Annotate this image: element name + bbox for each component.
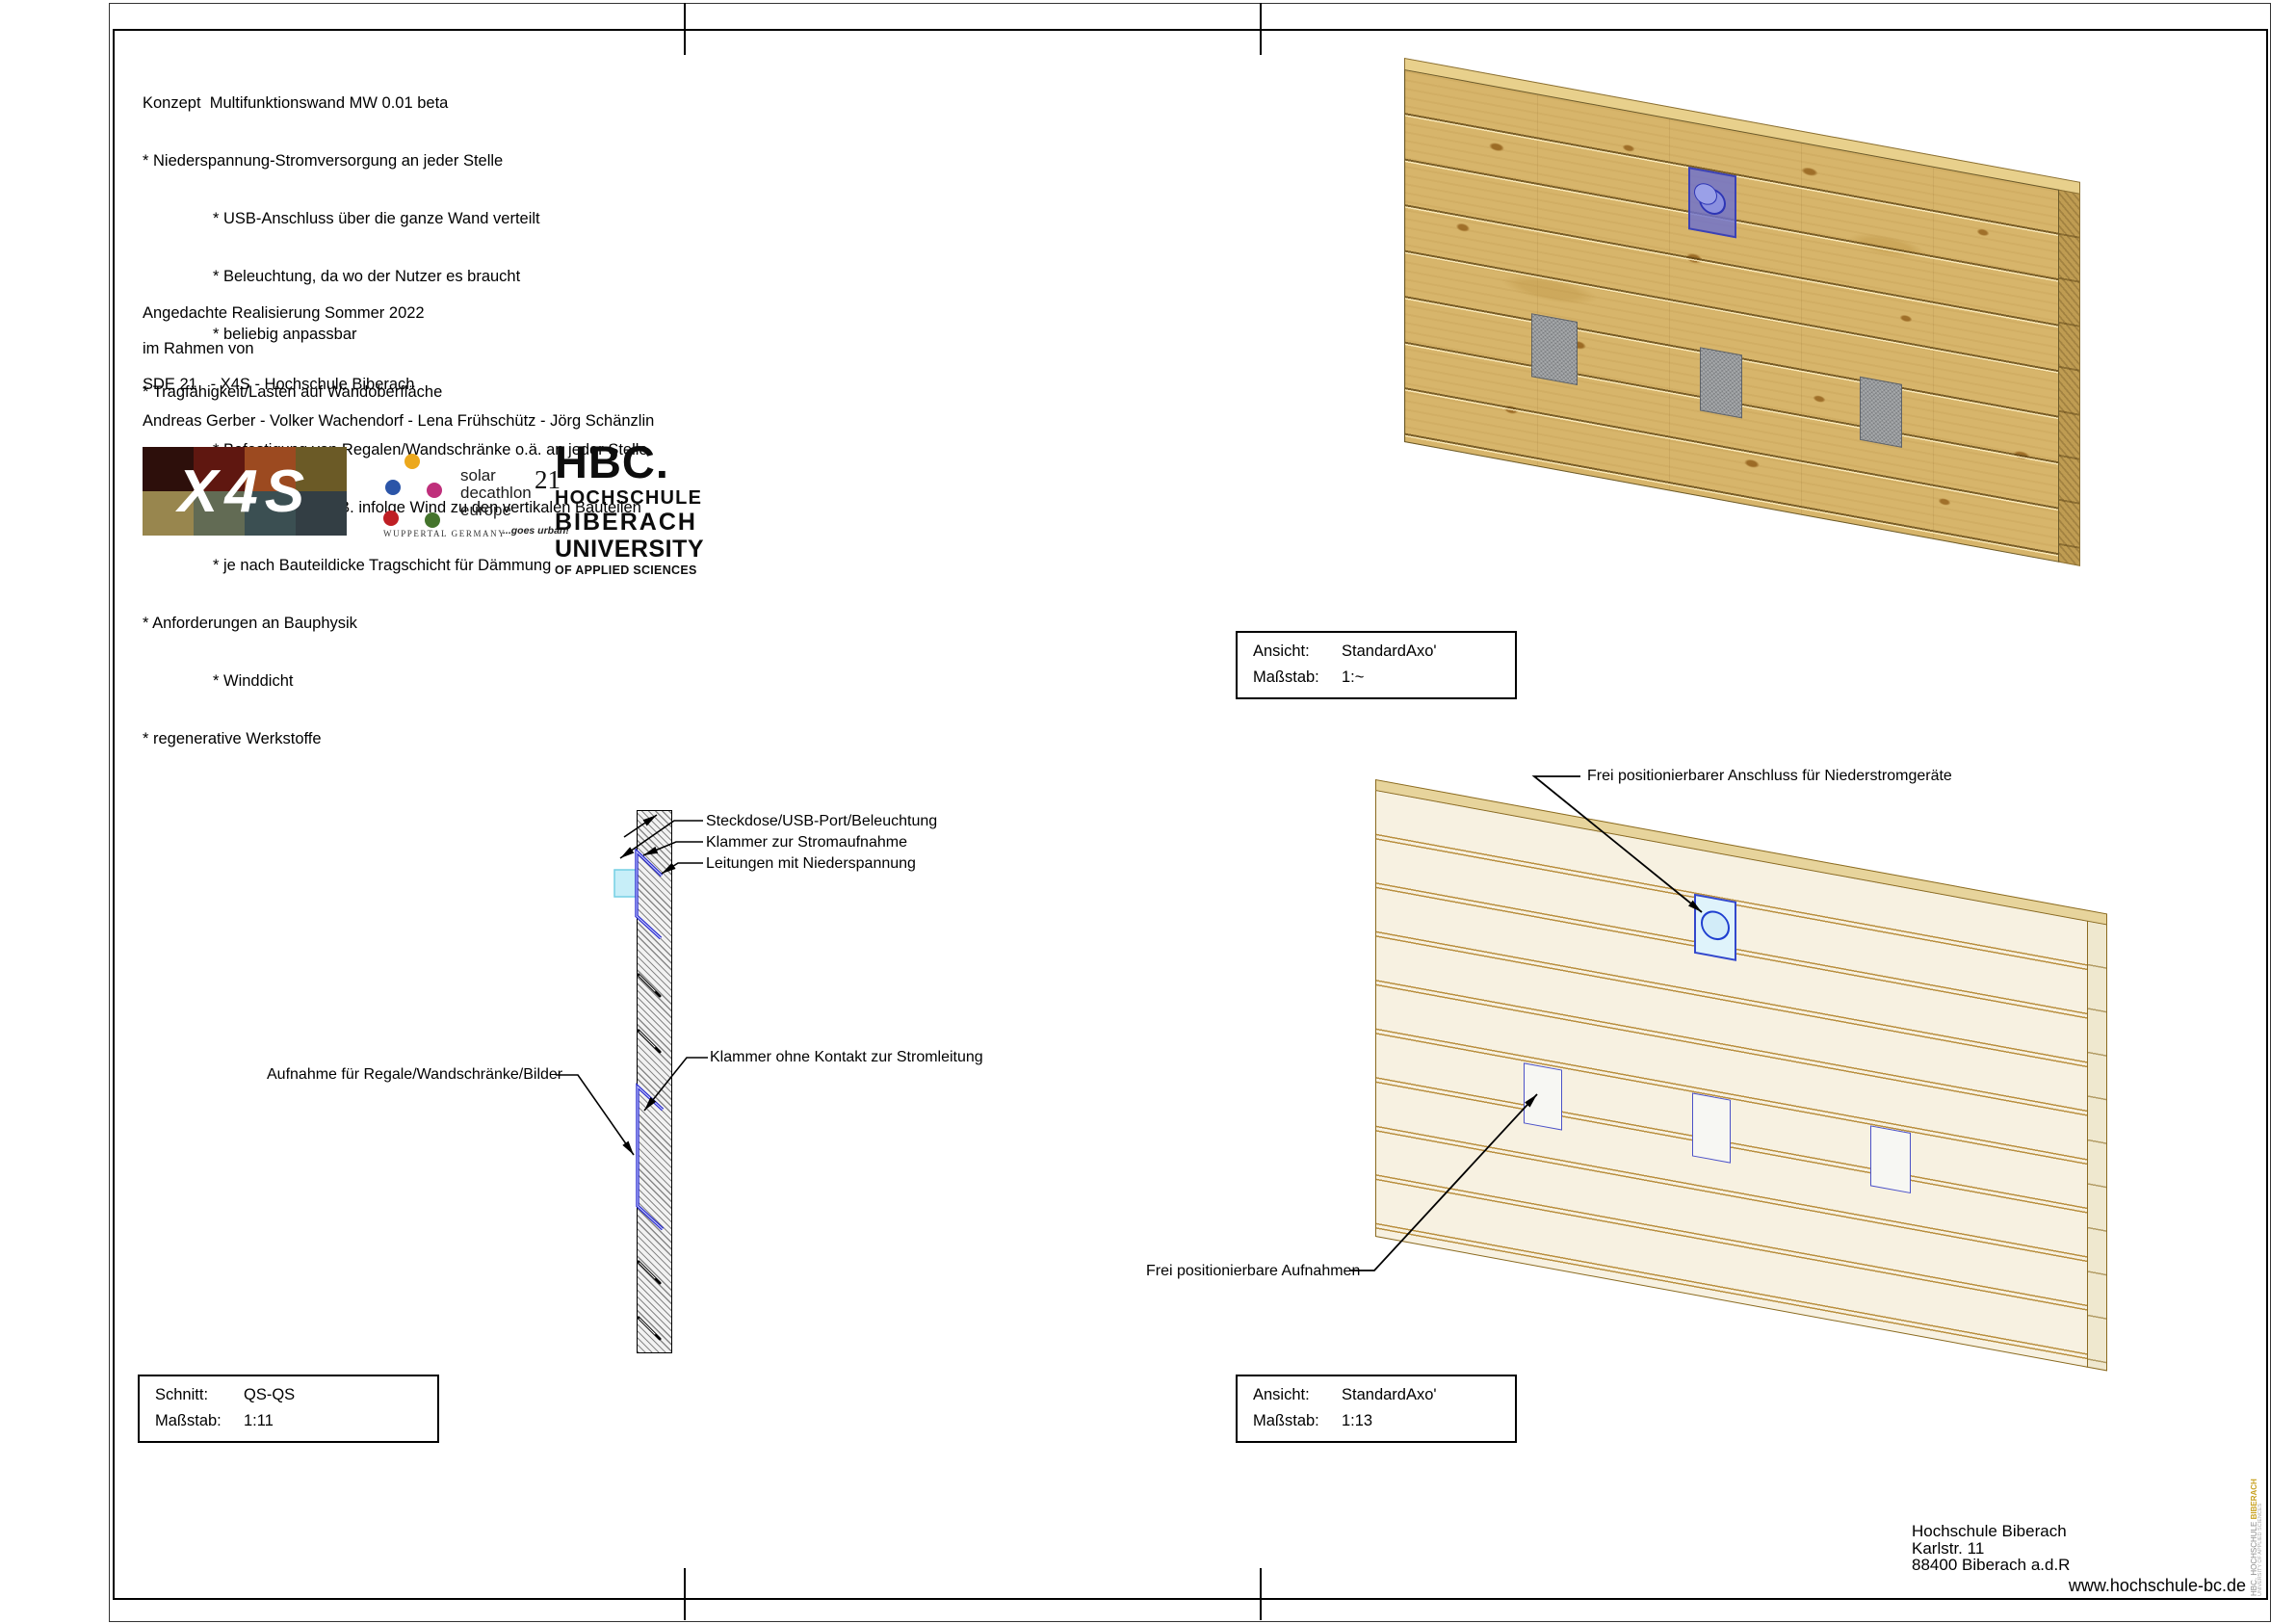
axo-annotation: Frei positionierbarer Anschluss für Nied… (1587, 768, 1952, 784)
concept-bullet: * Niederspannung-Stromversorgung an jede… (143, 152, 504, 170)
info-label: Schnitt: (155, 1386, 209, 1403)
outlet-cylinder-top-icon (1694, 181, 1717, 207)
view-info-box-top: Ansicht: StandardAxo' Maßstab: 1:~ (1236, 631, 1517, 699)
mount-plate-gray (1860, 376, 1902, 448)
concept-text-block: Konzept Multifunktionswand MW 0.01 beta … (143, 55, 648, 768)
view-info-box-bottom: Ansicht: StandardAxo' Maßstab: 1:13 (1236, 1375, 1517, 1443)
info-label: Maßstab: (1253, 668, 1319, 686)
sde-word-solar: solar (460, 466, 496, 485)
realization-note: Angedachte Realisierung Sommer 2022 (143, 304, 425, 322)
sde-word-europe: europe (460, 501, 511, 519)
view-info-box-section: Schnitt: QS-QS Maßstab: 1:11 (138, 1375, 439, 1443)
address-block: Hochschule Biberach Karlstr. 11 88400 Bi… (1912, 1523, 2070, 1574)
concept-bullet: * regenerative Werkstoffe (143, 730, 322, 747)
section-annotation: Steckdose/USB-Port/Beleuchtung (706, 813, 938, 829)
hbc-logo-acronym: HBC. (555, 436, 669, 487)
concept-bullet: * beliebig anpassbar (213, 326, 357, 343)
free-mount-socket (1870, 1125, 1911, 1194)
sde-dot-yellow-icon (404, 454, 420, 469)
paper-edge (109, 3, 2271, 1622)
fold-mark-bottom-right (1260, 1568, 1262, 1620)
x4s-tile (296, 491, 347, 536)
x4s-tile (245, 491, 296, 536)
x4s-tile (194, 491, 245, 536)
info-value: StandardAxo' (1342, 642, 1437, 660)
free-mount-socket (1692, 1092, 1731, 1164)
address-line: 88400 Biberach a.d.R (1912, 1556, 2071, 1574)
concept-title: Konzept Multifunktionswand MW 0.01 beta (143, 94, 449, 112)
sde-dot-red-icon (383, 511, 399, 526)
info-value: QS-QS (244, 1386, 296, 1403)
sde-word-decathlon: decathlon (460, 484, 532, 502)
hbc-side-watermark: HBC. HOCHSCHULE BIBERACH UNIVERSITY OF A… (2250, 1479, 2264, 1596)
address-line: Hochschule Biberach (1912, 1522, 2067, 1540)
drawing-frame (113, 29, 2268, 1600)
section-annotation: Aufnahme für Regale/Wandschränke/Bilder (267, 1066, 563, 1083)
x4s-tile (143, 447, 194, 491)
x4s-logo-text: X4S (177, 458, 312, 525)
sde-logo-text: solar decathlon europe (460, 467, 532, 519)
info-value: 1:13 (1342, 1412, 1373, 1429)
program-line: SDE 21 - X4S - Hochschule Biberach (143, 376, 415, 393)
sde-year: 21 (535, 465, 561, 494)
concept-bullet: * USB-Anschluss über die ganze Wand vert… (213, 210, 540, 227)
sde-tagline: ...goes urban! (503, 525, 569, 537)
fold-mark-top-right (1260, 3, 1262, 55)
sde-logo: solar decathlon europe 21 WUPPERTAL GERM… (378, 448, 604, 546)
hbc-logo-line: BIBERACH (555, 509, 697, 536)
authors-line: Andreas Gerber - Volker Wachendorf - Len… (143, 412, 655, 430)
info-value: 1:11 (244, 1412, 274, 1429)
wall-side-face (2057, 189, 2080, 566)
mount-plate-gray (1700, 347, 1742, 419)
section-annotation: Leitungen mit Niederspannung (706, 855, 916, 872)
concept-bullet: * Winddicht (213, 672, 294, 690)
mount-plate-gray (1531, 313, 1578, 386)
x4s-logo: X4S (143, 447, 347, 536)
section-annotation: Klammer ohne Kontakt zur Stromleitung (710, 1049, 983, 1065)
hbc-logo-line: UNIVERSITY (555, 536, 705, 563)
axo-annotation: Frei positionierbare Aufnahmen (1146, 1263, 1361, 1279)
concept-bullet: * Anforderungen an Bauphysik (143, 615, 357, 632)
concept-bullet: * Beleuchtung, da wo der Nutzer es brauc… (213, 268, 521, 285)
info-label: Maßstab: (155, 1412, 222, 1429)
info-value: 1:~ (1342, 668, 1365, 686)
fold-mark-bottom-left (684, 1568, 686, 1620)
side-watermark-small: UNIVERSITY OF APPLIED SCIENCES (2257, 1503, 2263, 1596)
wall-side-face (2086, 920, 2107, 1372)
x4s-tile (143, 491, 194, 536)
address-line: Karlstr. 11 (1912, 1538, 1985, 1558)
info-label: Ansicht: (1253, 1386, 1310, 1403)
website-link[interactable]: www.hochschule-bc.de (2068, 1576, 2246, 1595)
low-voltage-connector (1694, 893, 1736, 961)
info-label: Maßstab: (1253, 1412, 1319, 1429)
context-note: im Rahmen von (143, 340, 254, 357)
concept-bullet: * Tragfähigkeit/Lasten auf Wandoberfläch… (143, 383, 443, 401)
sde-dot-green-icon (425, 512, 440, 528)
x4s-tile (245, 447, 296, 491)
hbc-logo: HBC. HOCHSCHULE BIBERACH UNIVERSITY OF A… (555, 436, 705, 577)
section-wall-column (637, 810, 672, 1353)
hbc-logo-line: OF APPLIED SCIENCES (555, 563, 697, 577)
connector-circle-icon (1701, 908, 1730, 943)
sde-dot-blue-icon (385, 480, 401, 495)
x4s-tile (296, 447, 347, 491)
section-annotation: Klammer zur Stromaufnahme (706, 834, 907, 851)
hbc-logo-line: HOCHSCHULE (555, 487, 703, 509)
free-mount-socket (1524, 1062, 1562, 1131)
sde-subtitle: WUPPERTAL GERMANY (383, 529, 507, 538)
outlet-socket-blue (1688, 167, 1736, 239)
sde-dot-magenta-icon (427, 483, 442, 498)
fold-mark-top-left (684, 3, 686, 55)
info-value: StandardAxo' (1342, 1386, 1437, 1403)
concept-bullet: * je nach Bauteildicke Tragschicht für D… (213, 557, 552, 574)
info-label: Ansicht: (1253, 642, 1310, 660)
x4s-tile (194, 447, 245, 491)
